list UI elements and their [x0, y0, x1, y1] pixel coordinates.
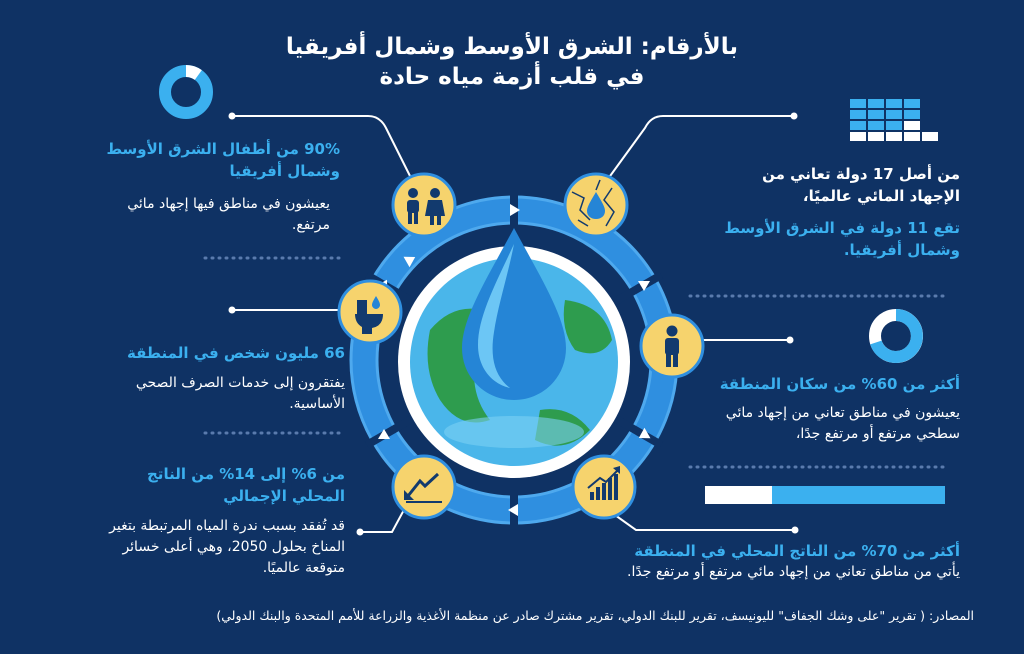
toilet-icon — [337, 279, 403, 345]
water-drop-icon — [462, 228, 566, 400]
children-donut — [159, 65, 213, 119]
stat-sanitation: 66 مليون شخص في المنطقة يفتقرون إلى خدما… — [127, 344, 345, 412]
drought-icon — [563, 172, 629, 238]
gdp-bar — [705, 486, 945, 504]
stat-gdp-exposed: أكثر من 70% من الناتج المحلي في المنطقة … — [627, 542, 960, 580]
declining-chart-icon — [391, 454, 457, 520]
globe-icon — [398, 246, 630, 478]
stat-gdp-loss: من 6% إلى 14% من الناتج المحلي الإجمالي … — [109, 465, 345, 576]
stat-countries: من أصل 17 دولة تعاني من الإجهاد المائي ع… — [724, 165, 960, 259]
connector-lines — [232, 115, 795, 533]
icon-badges — [337, 172, 705, 520]
population-donut — [869, 309, 923, 363]
stat-children: 90% من أطفال الشرق الأوسط وشمال أفريقيا … — [106, 140, 340, 233]
rising-chart-icon — [571, 454, 637, 520]
children-icon — [391, 172, 457, 238]
dotted-separators — [203, 256, 950, 469]
stat-population: أكثر من 60% من سكان المنطقة يعيشون في من… — [719, 375, 960, 442]
countries-grid — [850, 99, 938, 141]
person-icon — [639, 313, 705, 379]
sources-note: المصادر: ( تقرير "على وشك الجفاف" لليوني… — [216, 608, 974, 623]
connector-dots — [228, 112, 799, 536]
page-title: بالأرقام: الشرق الأوسط وشمال أفريقيا في … — [285, 34, 739, 90]
